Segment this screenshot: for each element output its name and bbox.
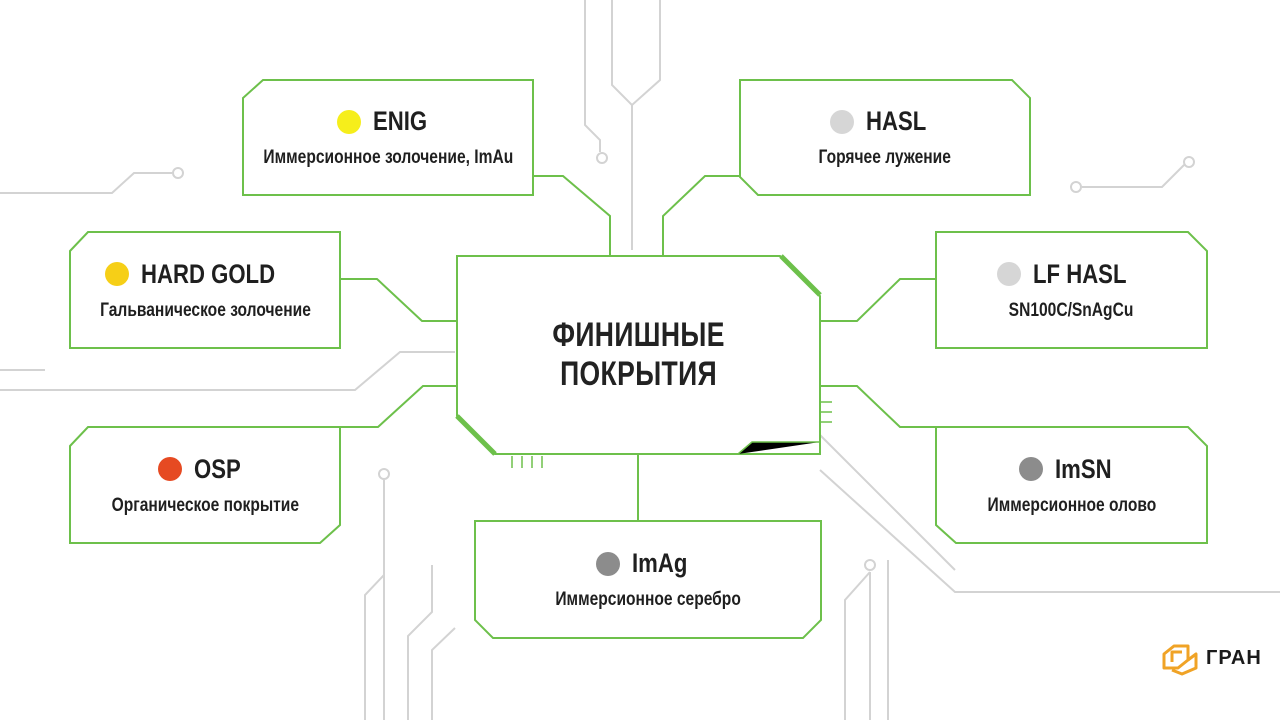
card-subtitle: Гальваническое золочение [99,299,311,321]
card-title: ENIG [372,106,428,136]
card-subtitle: SN100C/SnAgCu [1009,299,1134,321]
card-hasl: HASL Горячее лужение [740,80,1030,195]
card-osp: OSP Органическое покрытие [70,427,340,543]
status-dot-icon [596,551,621,576]
brand-logo: ГРАН [1160,640,1262,676]
card-lf-hasl: LF HASL SN100C/SnAgCu [936,232,1207,348]
center-title: ФИНИШНЫЕ ПОКРЫТИЯ [552,315,725,393]
card-subtitle: Иммерсионное серебро [555,589,741,610]
gran-logo-icon [1162,644,1198,676]
card-subtitle: Горячее лужение [818,147,952,168]
brand-name: ГРАН [1206,646,1262,669]
card-subtitle: Иммерсионное золочение, ImAu [263,147,513,168]
card-imag: ImAg Иммерсионное серебро [475,521,821,638]
card-title: HASL [866,106,927,136]
card-subtitle: Иммерсионное олово [987,494,1156,516]
status-dot-icon [830,109,855,134]
card-hard-gold: HARD GOLD Гальваническое золочение [70,232,340,348]
card-subtitle: Органическое покрытие [111,494,299,516]
card-title: LF HASL [1032,258,1126,289]
card-enig: ENIG Иммерсионное золочение, ImAu [243,80,533,195]
status-dot-icon [158,457,183,481]
status-dot-icon [1018,457,1043,481]
card-title: ImSN [1054,453,1112,484]
status-dot-icon [996,262,1021,286]
card-title: OSP [194,453,242,484]
center-chip: ФИНИШНЫЕ ПОКРЫТИЯ [457,256,820,454]
status-dot-icon [105,262,130,286]
status-dot-icon [336,109,361,134]
card-title: HARD GOLD [141,258,276,289]
card-imsn: ImSN Иммерсионное олово [936,427,1207,543]
card-title: ImAg [632,548,688,578]
